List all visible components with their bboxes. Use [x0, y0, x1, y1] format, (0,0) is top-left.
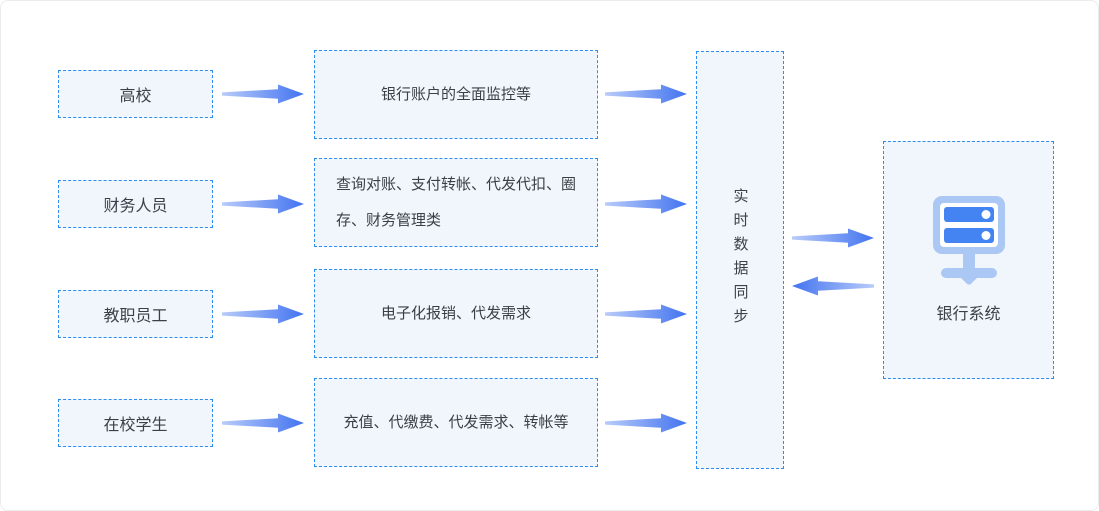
- service-label: 充值、代缴费、代发需求、转帐等: [343, 413, 569, 431]
- arrow-right-icon: [605, 84, 687, 104]
- arrow-right-icon: [605, 194, 687, 214]
- arrow-right-icon: [605, 413, 687, 433]
- actor-label: 教职员工: [103, 308, 168, 325]
- service-box-recharge: 充值、代缴费、代发需求、转帐等: [314, 378, 598, 467]
- arrow-right-icon: [792, 228, 874, 248]
- service-box-monitoring: 银行账户的全面监控等: [314, 50, 598, 139]
- service-label: 查询对账、支付转帐、代发代扣、圈存、财务管理类: [336, 175, 577, 229]
- arrow-right-icon: [222, 413, 304, 433]
- actor-box-finance-staff: 财务人员: [58, 180, 213, 228]
- service-box-reimbursement: 电子化报销、代发需求: [314, 269, 598, 358]
- bank-system-label: 银行系统: [936, 306, 1001, 323]
- arrow-right-icon: [605, 304, 687, 324]
- actor-label: 在校学生: [103, 417, 168, 434]
- actor-box-university: 高校: [58, 70, 213, 118]
- arrow-right-icon: [222, 84, 304, 104]
- arrow-right-icon: [222, 304, 304, 324]
- sync-label: 实时数据同步: [731, 188, 749, 332]
- actor-box-students: 在校学生: [58, 399, 213, 447]
- bank-system-box: 银行系统: [883, 141, 1054, 379]
- service-label: 银行账户的全面监控等: [380, 85, 531, 103]
- arrow-right-icon: [222, 194, 304, 214]
- arrow-left-icon: [792, 276, 874, 296]
- sync-box: 实时数据同步: [696, 51, 784, 469]
- actor-box-faculty: 教职员工: [58, 290, 213, 338]
- actor-label: 财务人员: [103, 198, 168, 215]
- service-box-finance: 查询对账、支付转帐、代发代扣、圈存、财务管理类: [314, 158, 598, 247]
- server-icon: [932, 196, 1005, 285]
- actor-label: 高校: [119, 88, 152, 105]
- service-label: 电子化报销、代发需求: [380, 304, 531, 322]
